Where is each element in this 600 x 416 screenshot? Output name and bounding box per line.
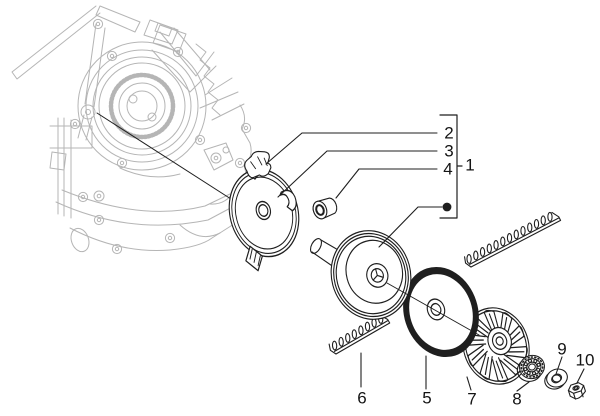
- retainer-clip-drawing: [244, 150, 272, 179]
- callout-10: 10: [575, 350, 595, 370]
- callout-3: 3: [444, 141, 454, 161]
- leader-9: [555, 356, 563, 375]
- leader-dot: [378, 206, 443, 248]
- toothed-ring-drawing: [403, 266, 479, 358]
- callout-5: 5: [422, 388, 432, 408]
- callout-8: 8: [512, 389, 522, 409]
- assembly-dot-marker: [442, 202, 452, 212]
- leader-7: [466, 376, 472, 391]
- callout-leader-lines: [265, 132, 585, 392]
- leader-2: [265, 132, 438, 165]
- leader-4: [335, 168, 438, 199]
- assembly-bracket: [439, 114, 463, 219]
- belt-segment-upper-drawing: [462, 210, 562, 268]
- callout-9: 9: [557, 339, 567, 359]
- callout-2: 2: [444, 123, 454, 143]
- belt-segment-lower-drawing: [328, 312, 391, 355]
- fan-pulley-half-drawing: [462, 307, 530, 385]
- callout-7: 7: [467, 389, 477, 409]
- nut-drawing: [567, 382, 587, 400]
- leader-3: [277, 150, 438, 198]
- bearing-drawing: [516, 354, 545, 382]
- callout-1: 1: [465, 155, 475, 175]
- roller-drawing: [312, 197, 338, 220]
- leader-10: [576, 368, 585, 384]
- movable-drive-face-drawing: [309, 230, 412, 320]
- axis-line-hub-to-fan: [386, 282, 480, 336]
- callout-6: 6: [357, 388, 367, 408]
- callout-4: 4: [443, 159, 453, 179]
- crankcase-drawing: [11, 5, 252, 255]
- leader-8: [516, 381, 530, 392]
- axis-line-crank-to-variator: [96, 112, 246, 209]
- ramp-plate-drawing: [228, 164, 300, 272]
- washer-drawing: [544, 368, 568, 390]
